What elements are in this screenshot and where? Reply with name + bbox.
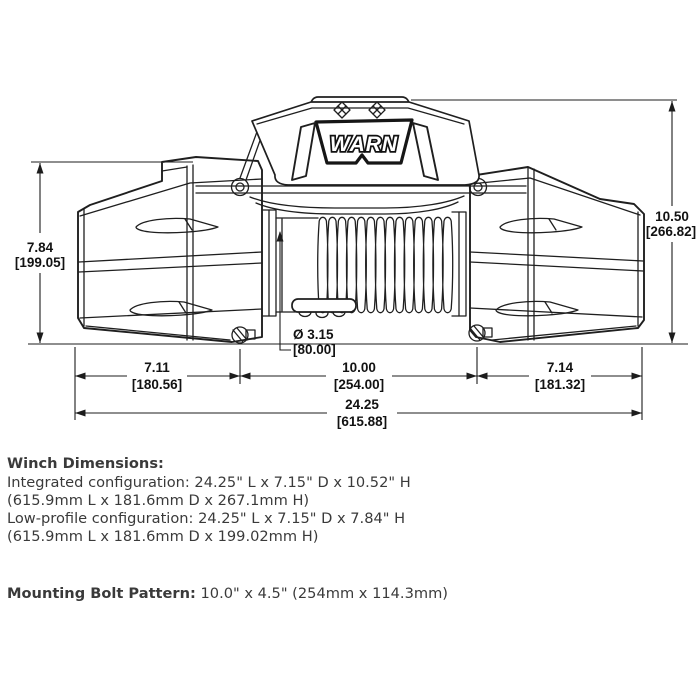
control-pack: WARN: [251, 96, 480, 186]
pack-wing-right: [412, 122, 439, 181]
dim-height-low-in: 7.84: [27, 240, 54, 255]
drum-arch: [249, 195, 465, 215]
dim-right-offset-in: 7.14: [547, 360, 574, 375]
dim-overall-length-mm: [615.88]: [337, 414, 387, 429]
mounting-bolt-pattern-value: 10.0" x 4.5" (254mm x 114.3mm): [200, 585, 448, 602]
mounting-bolt-pattern: Mounting Bolt Pattern: 10.0" x 4.5" (254…: [7, 585, 448, 602]
winch-dimensions-heading: Winch Dimensions:: [7, 455, 164, 472]
dim-height-low-mm: [199.05]: [15, 255, 65, 270]
mounting-bolt-right: [468, 324, 493, 342]
spec-line-low-profile-metric: (615.9mm L x 181.6mm D x 199.02mm H): [7, 528, 319, 545]
spec-line-integrated-metric: (615.9mm L x 181.6mm D x 267.1mm H): [7, 492, 310, 509]
dim-bolt-pattern-mm: [254.00]: [334, 377, 384, 392]
dim-left-offset-in: 7.11: [144, 360, 170, 375]
dim-drum-diameter: Ø 3.15 [80.00]: [276, 231, 336, 357]
vent-slot-lower-right: [495, 300, 579, 317]
gear-housing-left: [77, 128, 264, 343]
dim-right-offset-mm: [181.32]: [535, 377, 585, 392]
dim-bolt-pattern: 10.00 [254.00]: [240, 360, 477, 392]
spec-line-integrated: Integrated configuration: 24.25" L x 7.1…: [7, 474, 411, 491]
dim-drum-diameter-in: Ø 3.15: [293, 327, 334, 342]
mounting-bolt-left: [231, 326, 256, 344]
rope-coils: [317, 216, 454, 314]
rope-anchor: [291, 298, 357, 319]
winch-technical-drawing: WARN: [15, 96, 696, 429]
vent-slot-lower-left: [129, 300, 213, 317]
dim-drum-diameter-mm: [80.00]: [293, 342, 336, 357]
vent-slot-upper-right: [499, 217, 583, 234]
dim-left-offset: 7.11 [180.56]: [75, 360, 240, 392]
dim-left-offset-mm: [180.56]: [132, 377, 182, 392]
rope-drum: [261, 209, 467, 319]
winch-dimensions-specs: Winch Dimensions: Integrated configurati…: [7, 455, 411, 546]
dimension-annotations: 7.84 [199.05] 10.50 [266.82] Ø 3.15 [80.…: [15, 99, 696, 429]
pack-wing-left: [291, 122, 316, 181]
winch-body: WARN: [28, 96, 688, 345]
dim-right-offset: 7.14 [181.32]: [477, 360, 642, 392]
dim-height-integrated-mm: [266.82]: [646, 224, 696, 239]
mounting-bolt-pattern-heading: Mounting Bolt Pattern:: [7, 585, 196, 602]
dim-height-integrated: 10.50 [266.82]: [411, 99, 696, 343]
spec-line-low-profile: Low-profile configuration: 24.25" L x 7.…: [7, 510, 406, 527]
warn-logo-plate: [314, 118, 414, 165]
dim-overall-length-in: 24.25: [345, 397, 379, 412]
brand-text: WARN: [330, 133, 398, 156]
tie-bars: [195, 185, 527, 194]
vent-slot-upper-left: [135, 217, 219, 234]
dim-bolt-pattern-in: 10.00: [342, 360, 376, 375]
dim-overall-length: 24.25 [615.88]: [75, 397, 642, 429]
dim-height-low: 7.84 [199.05]: [15, 161, 193, 343]
dim-height-integrated-in: 10.50: [655, 209, 689, 224]
motor-housing-right: [455, 128, 645, 343]
